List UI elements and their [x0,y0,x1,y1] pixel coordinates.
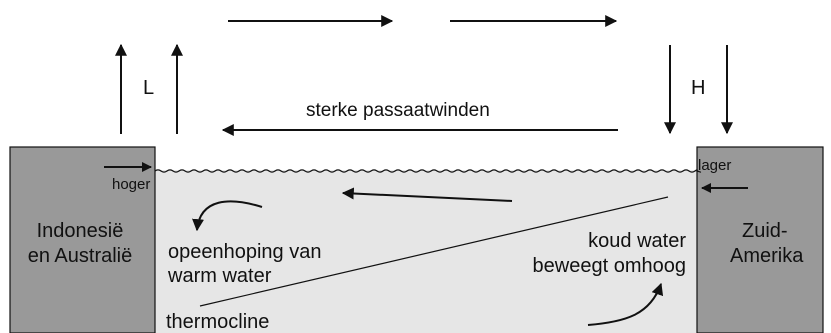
trade-winds-label: sterke passaatwinden [306,100,490,121]
cold-water-label-line2: beweegt omhoog [533,255,686,277]
thermocline-label: thermocline [166,311,269,333]
lager-label: lager [698,157,731,174]
thermocline-line [199,196,669,307]
high-pressure-label: H [691,77,705,99]
land-right [696,146,824,333]
surface-current-arrow [341,187,513,202]
right-land-label-line1: Zuid- [742,220,788,242]
cold-water-label-line1: koud water [588,230,686,252]
left-land-label-line1: Indonesië [37,220,124,242]
warm-water-label-line1: opeenhoping van [168,241,321,263]
right-land-label-line2: Amerika [730,245,804,267]
land-left [9,146,156,333]
curved-arrow-warm [192,200,263,232]
curved-arrow-cold [587,282,664,326]
warm-water-label-line2: warm water [167,265,272,287]
water-surface [154,169,702,173]
low-pressure-label: L [143,77,154,99]
hoger-label: hoger [112,176,150,193]
left-land-label-line2: en Australië [28,245,133,267]
